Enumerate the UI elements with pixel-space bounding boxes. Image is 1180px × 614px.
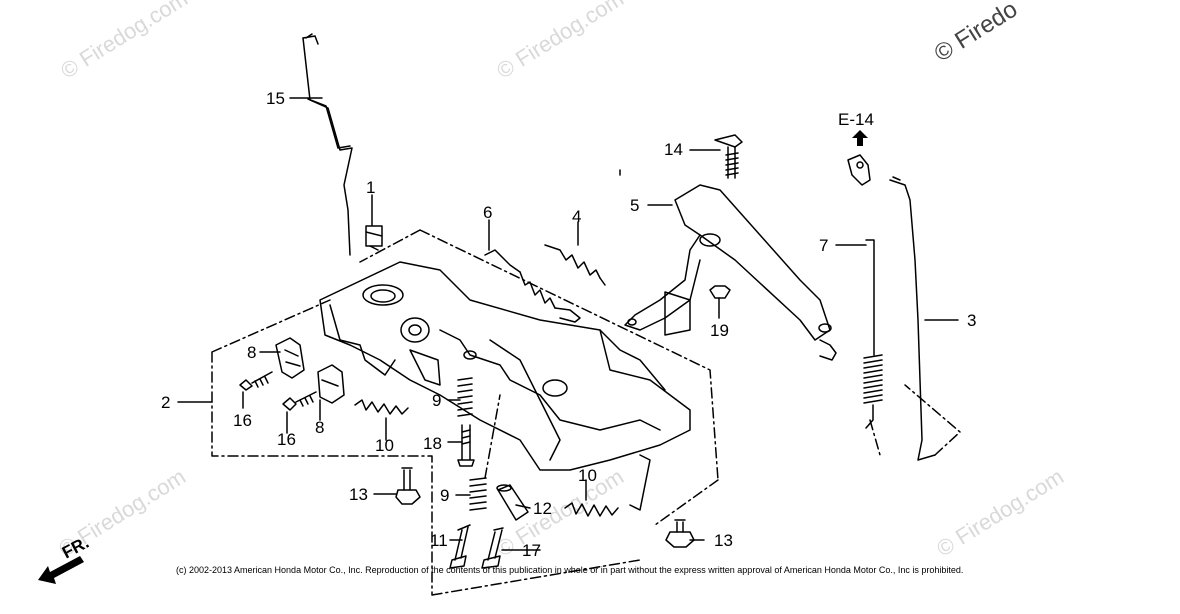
callout-13-b: 13	[714, 531, 733, 550]
part-9-spring-a	[457, 377, 473, 417]
e14-clip	[847, 154, 871, 186]
callout-10-b: 10	[578, 466, 597, 485]
part-15-bolt	[481, 527, 504, 569]
part-2-outline	[211, 229, 719, 596]
callout-16-a: 16	[233, 411, 252, 430]
front-arrow-icon	[38, 556, 84, 584]
part-9-spring-b	[469, 477, 487, 511]
callout-7: 7	[819, 236, 828, 255]
part-13-bolt-a	[401, 467, 413, 491]
part-7-spring	[863, 354, 883, 404]
copyright-notice: (c) 2002-2013 American Honda Motor Co., …	[176, 565, 964, 575]
callout-16-b: 16	[277, 430, 296, 449]
part-5-rod	[889, 179, 936, 461]
part-19-nut	[709, 285, 731, 299]
part-6-spring	[484, 249, 521, 273]
up-arrow-icon	[852, 130, 868, 146]
part-18-bolt	[449, 524, 471, 569]
part-8-clip-b	[317, 364, 345, 404]
callout-5: 3	[967, 311, 976, 330]
callout-9-b: 9	[440, 486, 449, 505]
part-2-bracket	[319, 261, 691, 471]
callout-1: 1	[366, 178, 375, 197]
callout-13-a: 13	[349, 485, 368, 504]
part-7-rod	[865, 239, 875, 356]
part-3-spring	[544, 244, 601, 279]
callout-4: 5	[630, 196, 639, 215]
part-13-bolt-b	[674, 519, 686, 533]
reference-e14: E-14	[838, 110, 874, 129]
part-14-bolt	[714, 134, 743, 148]
part-11-collar	[497, 484, 529, 521]
callout-14: 14	[664, 140, 683, 159]
callout-10-a: 10	[375, 436, 394, 455]
callout-6: 6	[483, 203, 492, 222]
callout-9-a: 9	[432, 391, 441, 410]
callout-18: 11	[430, 531, 448, 550]
callout-12: 15	[266, 89, 285, 108]
callout-8-b: 8	[315, 418, 324, 437]
callout-19: 19	[710, 321, 729, 340]
part-8-clip-a	[275, 337, 305, 379]
callout-15: 17	[522, 541, 541, 560]
callout-2: 2	[161, 393, 170, 412]
part-10-spring-a	[354, 399, 409, 415]
callout-17: 18	[423, 434, 442, 453]
callout-8-a: 8	[247, 343, 256, 362]
part-4-lever	[674, 184, 831, 341]
callout-11: 12	[533, 499, 552, 518]
callout-3: 4	[572, 207, 581, 226]
part-16-screw-b	[282, 391, 317, 411]
part-10-spring-b	[564, 502, 619, 517]
